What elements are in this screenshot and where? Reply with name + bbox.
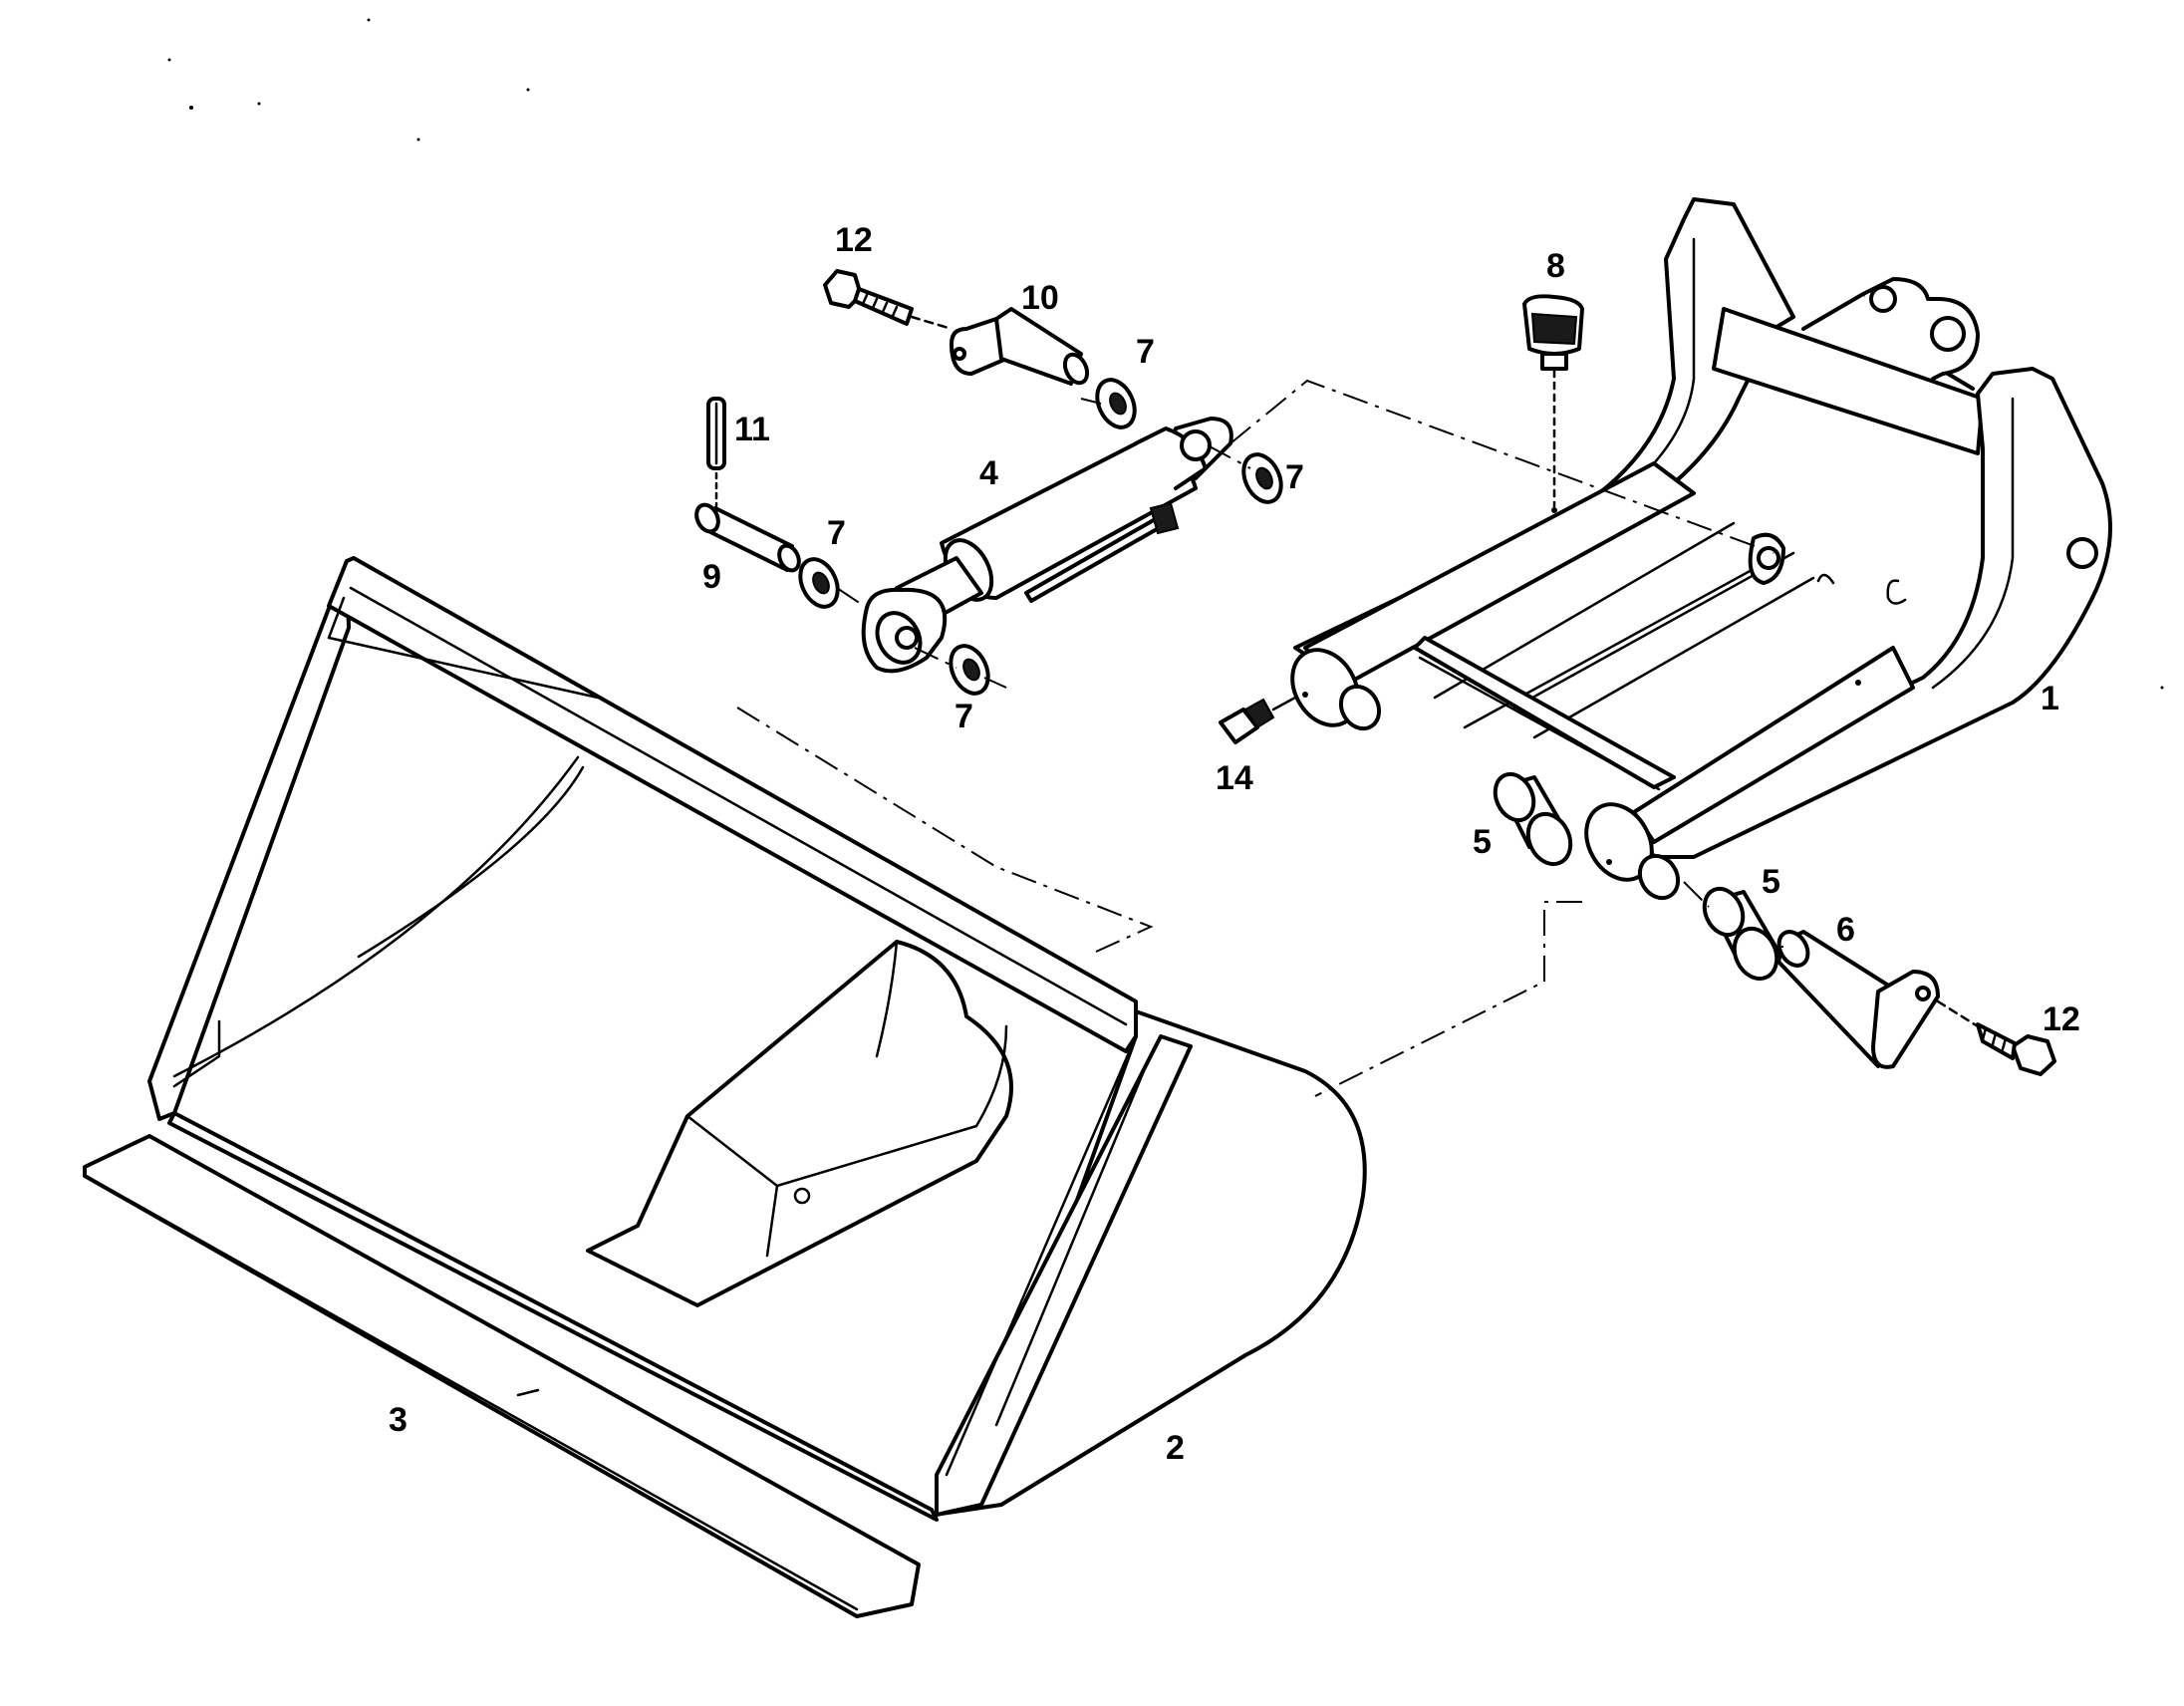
callout-12a: 12 [835,221,873,259]
washer-7b [1241,452,1283,504]
bucket [147,556,1367,1522]
bushing-upper [1493,771,1573,867]
washer-7a [1095,378,1137,429]
callout-1: 1 [2041,680,2059,717]
bolt-12-bottom [1936,999,2056,1076]
callout-7d: 7 [955,698,973,735]
callout-5b: 5 [1762,863,1780,901]
callout-7a: 7 [1136,333,1155,371]
loader-frame [1290,197,2112,901]
bolt-12-top [823,269,954,331]
callout-8: 8 [1546,247,1565,285]
callout-3: 3 [389,1401,408,1439]
callout-4: 4 [979,454,998,492]
callout-12b: 12 [2043,1000,2080,1038]
washer-7c [798,557,840,609]
hydraulic-cylinder [861,417,1233,674]
callout-14: 14 [1216,759,1253,797]
callout-10: 10 [1021,279,1059,317]
callout-11: 11 [734,411,770,448]
cutting-edge-blade [83,1134,921,1618]
assembly-leader-lines [736,379,1783,1097]
callout-labels: 1 2 3 4 5 5 6 7 7 7 7 8 9 10 11 12 12 14 [389,221,2080,1467]
pin-with-plate-10 [950,307,1090,386]
callout-5a: 5 [1473,823,1492,861]
grease-nipple-14 [1219,696,1297,744]
bushing-lower [1702,886,1780,982]
callout-9: 9 [702,558,721,596]
callout-7b: 7 [1285,458,1304,496]
roll-pin-11 [706,397,726,508]
washer-7d [949,644,990,696]
callout-7c: 7 [827,514,846,552]
callout-6: 6 [1836,911,1855,949]
plug-8 [1522,294,1584,513]
callout-2: 2 [1166,1429,1185,1467]
pin-9 [694,502,801,573]
scan-specks [167,18,2164,690]
pivot-pin-6 [1776,930,1940,1069]
